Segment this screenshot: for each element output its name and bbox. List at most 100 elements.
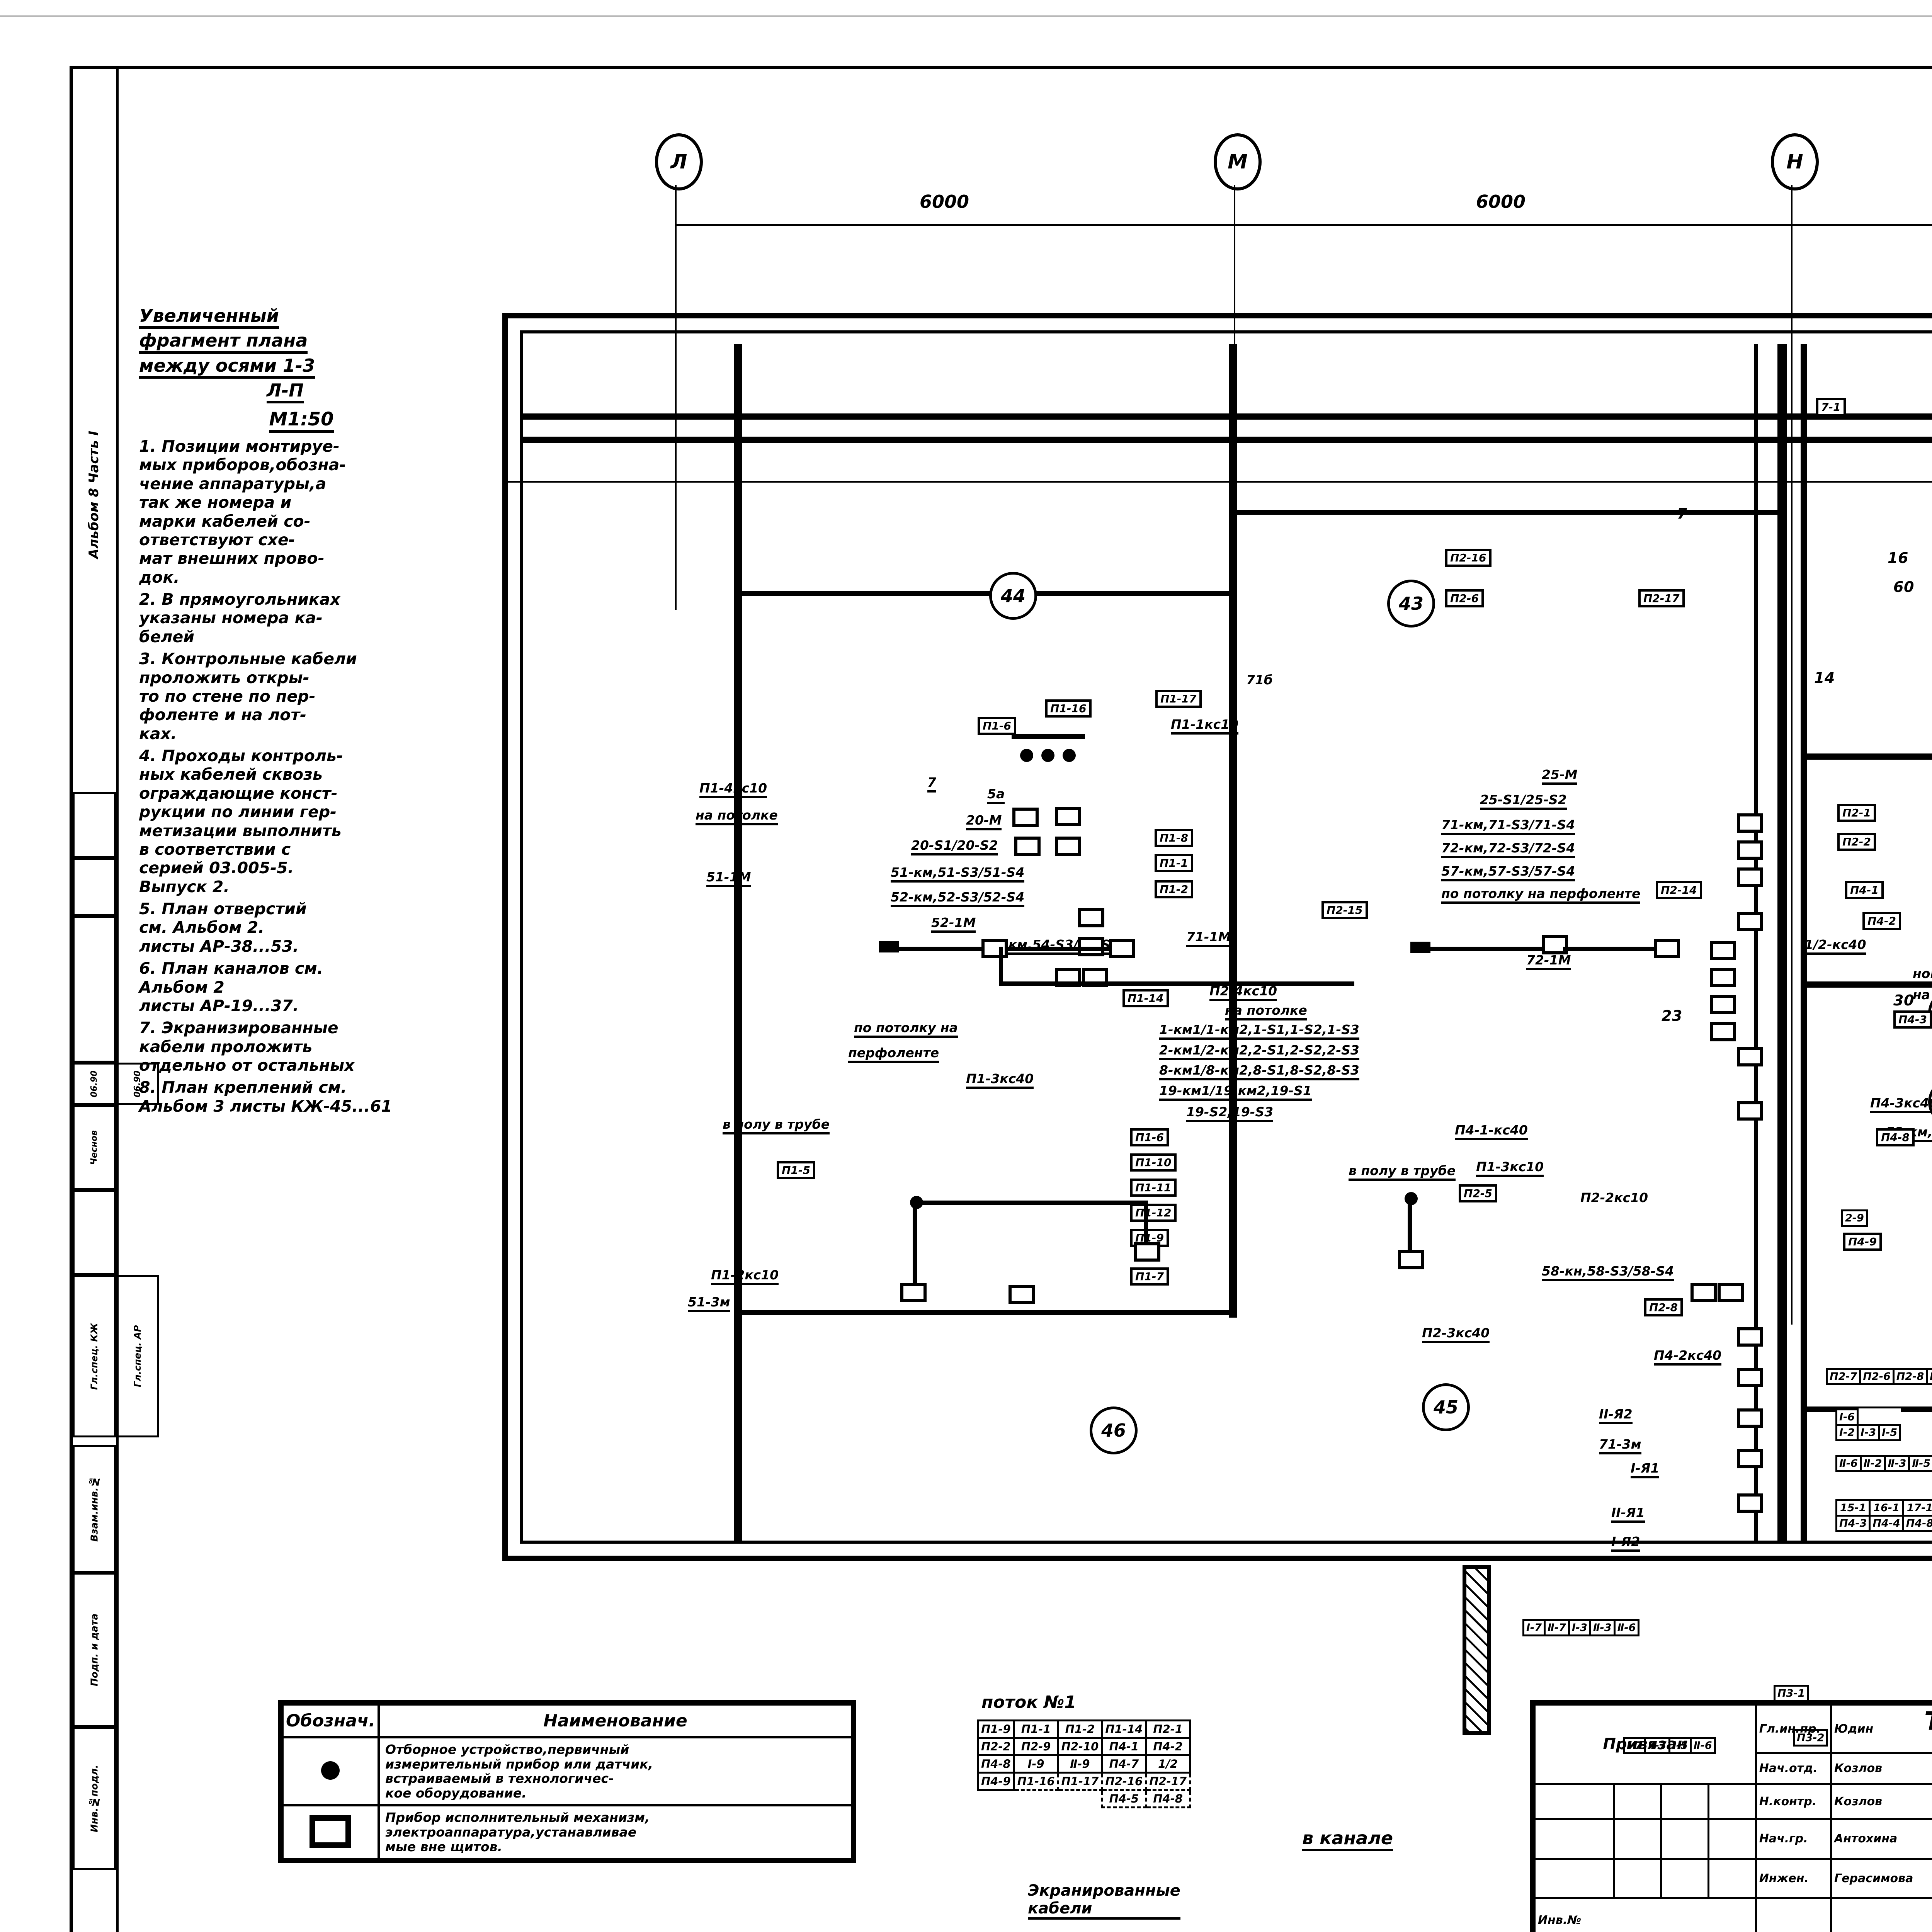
building-inner-wall [520, 330, 1932, 1544]
role-cell: Н.контр. [1755, 1782, 1832, 1820]
partition-wall-c [1777, 344, 1787, 1544]
dot-icon [321, 1761, 340, 1780]
cable-label: П4-3кс40 [1870, 1095, 1932, 1113]
position-number: 60 [1893, 578, 1914, 595]
role-cell: Нач.отд. [1755, 1752, 1832, 1785]
cable-label: 7 [927, 775, 936, 793]
cable-group-table: 15-1 16-1 17-1 18-1 П4-3 П4-4 П4-8 [1835, 1499, 1932, 1532]
title-block: Привязан Гл.ин.пр. Юдин 06.90 Заглубленн… [1530, 1700, 1932, 1932]
cable-label: 8-км1/8-км2,8-S1,8-S2,8-S3 [1159, 1063, 1359, 1080]
terminal-block [1737, 1327, 1763, 1347]
cable-group-table: Ⅱ-6 Ⅱ-2 Ⅱ-3 Ⅱ-5 [1835, 1455, 1932, 1472]
cable-label: 5а [987, 786, 1005, 804]
partition-wall-h4 [1804, 981, 1932, 988]
rev-cell [1660, 1782, 1709, 1820]
instrument-device [1055, 807, 1081, 826]
cable-label: 1-км1/1-км2,1-S1,1-S2,1-S3 [1159, 1022, 1359, 1040]
cable-group-table: П3-1 [1773, 1685, 1809, 1702]
cable-run [1144, 1201, 1148, 1247]
terminal-block [1737, 1101, 1763, 1121]
instrument-device [1109, 939, 1135, 958]
cable-label: по потолку на [854, 1020, 958, 1038]
instrument-device-filled [879, 941, 899, 952]
role-cell: Инжен. [1755, 1857, 1832, 1900]
cable-label: 1/2-кс40 [1804, 937, 1866, 955]
partition-wall-h7 [1233, 510, 1781, 515]
margin-stamp: 06.90 Чеснов Гл.спец. КЖ [73, 792, 116, 1437]
cable-run [898, 947, 983, 951]
partition-wall-h8 [738, 1310, 1233, 1315]
cable-run [999, 947, 1003, 983]
instrument-device-filled [1410, 942, 1430, 953]
legend-symbol-rect [281, 1804, 380, 1861]
axis-line-L [675, 185, 677, 610]
room-number-45: 45 [1422, 1383, 1470, 1431]
partition-wall-h6 [738, 591, 1233, 596]
role-cell: Нач.гр. [1755, 1818, 1832, 1860]
legend-header-name: Наименование [377, 1703, 854, 1738]
cable-label: 51-км,51-S3/51-S4 [891, 865, 1025, 883]
terminal-block [1718, 1283, 1744, 1302]
terminal-block [1737, 840, 1763, 860]
cable-label: П1-1кс10 [1171, 717, 1239, 735]
cable-run [915, 1201, 1147, 1205]
room-number-43: 43 [1387, 580, 1435, 628]
cable-label: по потолку на перфоленте [1441, 886, 1641, 904]
partition-wall-h1 [522, 413, 1932, 420]
cable-tag: П2-16 [1445, 549, 1492, 567]
scale-label: М1:50 [139, 408, 464, 433]
legend-name: Отборное устройство,первичный измеритель… [377, 1736, 854, 1807]
cable-run [1408, 1196, 1412, 1254]
cable-label: II-Я1 [1611, 1505, 1645, 1523]
cable-tag: П1-2 [1155, 880, 1194, 898]
notes-title: Увеличенный фрагмент плана между осями 1… [139, 305, 464, 405]
instrument-device [1654, 939, 1680, 958]
cable-tag: П2-1 [1837, 804, 1876, 822]
name-cell: Юдин [1830, 1703, 1932, 1754]
cable-tag: П1-12 [1130, 1204, 1177, 1222]
cable-tag: П4-8 [1876, 1128, 1915, 1146]
cable-label: П4-1-кс40 [1455, 1122, 1528, 1140]
cable-tag: 7-1 [1816, 398, 1846, 416]
rev-cell [1612, 1857, 1662, 1900]
flow1-title: поток №1 [981, 1692, 1077, 1712]
cable-label: 2-км1/2-км2,2-S1,2-S2,2-S3 [1159, 1043, 1359, 1060]
note-item: 1. Позиции монтируе- мых приборов,обозна… [139, 437, 346, 587]
instrument-device [900, 1283, 927, 1302]
position-number: 23 [1662, 1007, 1682, 1024]
cable-label: П1-3кс10 [1476, 1159, 1544, 1177]
cable-tag: П1-1 [1155, 854, 1194, 872]
cable-tag: П2-8 [1644, 1298, 1683, 1316]
cable-tag: П4-2 [1862, 912, 1901, 930]
building-outer-wall [502, 313, 1932, 1561]
floor-plan: Л М Н П 6000 6000 6000 1 2 3 6000 6000 [116, 97, 1932, 1920]
cable-label: П1-4кс10 [699, 781, 767, 798]
sensor-device [1020, 749, 1033, 762]
terminal-block [1737, 1493, 1763, 1513]
note-item: 4. Проходы контроль- ных кабелей сквозь … [139, 747, 343, 896]
terminal-block [1737, 1449, 1763, 1468]
rev-cell [1707, 1818, 1757, 1860]
terminal-block [1710, 968, 1736, 987]
name-cell: Козлов [1830, 1782, 1932, 1820]
cable-tag: П1-14 [1122, 989, 1169, 1007]
cable-run [1563, 947, 1656, 951]
terminal-block [1737, 867, 1763, 887]
position-number: 16 [1888, 549, 1908, 566]
cable-label: 71-1М [1186, 929, 1231, 947]
room-number-44: 44 [989, 572, 1037, 620]
cable-label: П2-4кс10 [1209, 983, 1277, 1001]
cable-label: 51-1М [706, 869, 751, 887]
position-number: 14 [1814, 669, 1835, 686]
corridor-wall-left [1754, 344, 1758, 1542]
name-cell: Герасимова [1830, 1857, 1932, 1900]
cable-label: 72-1М [1526, 952, 1571, 970]
cable-tag: П2-17 [1638, 589, 1685, 607]
instrument-device [1009, 1285, 1035, 1304]
axis-bubble-N: Н [1771, 133, 1819, 190]
cable-tag: П1-11 [1130, 1179, 1177, 1197]
cable-tag: П1-6 [1130, 1128, 1169, 1146]
instrument-device [1542, 935, 1568, 954]
instrument-device [1134, 1242, 1160, 1262]
position-number: 7 [1677, 505, 1687, 522]
